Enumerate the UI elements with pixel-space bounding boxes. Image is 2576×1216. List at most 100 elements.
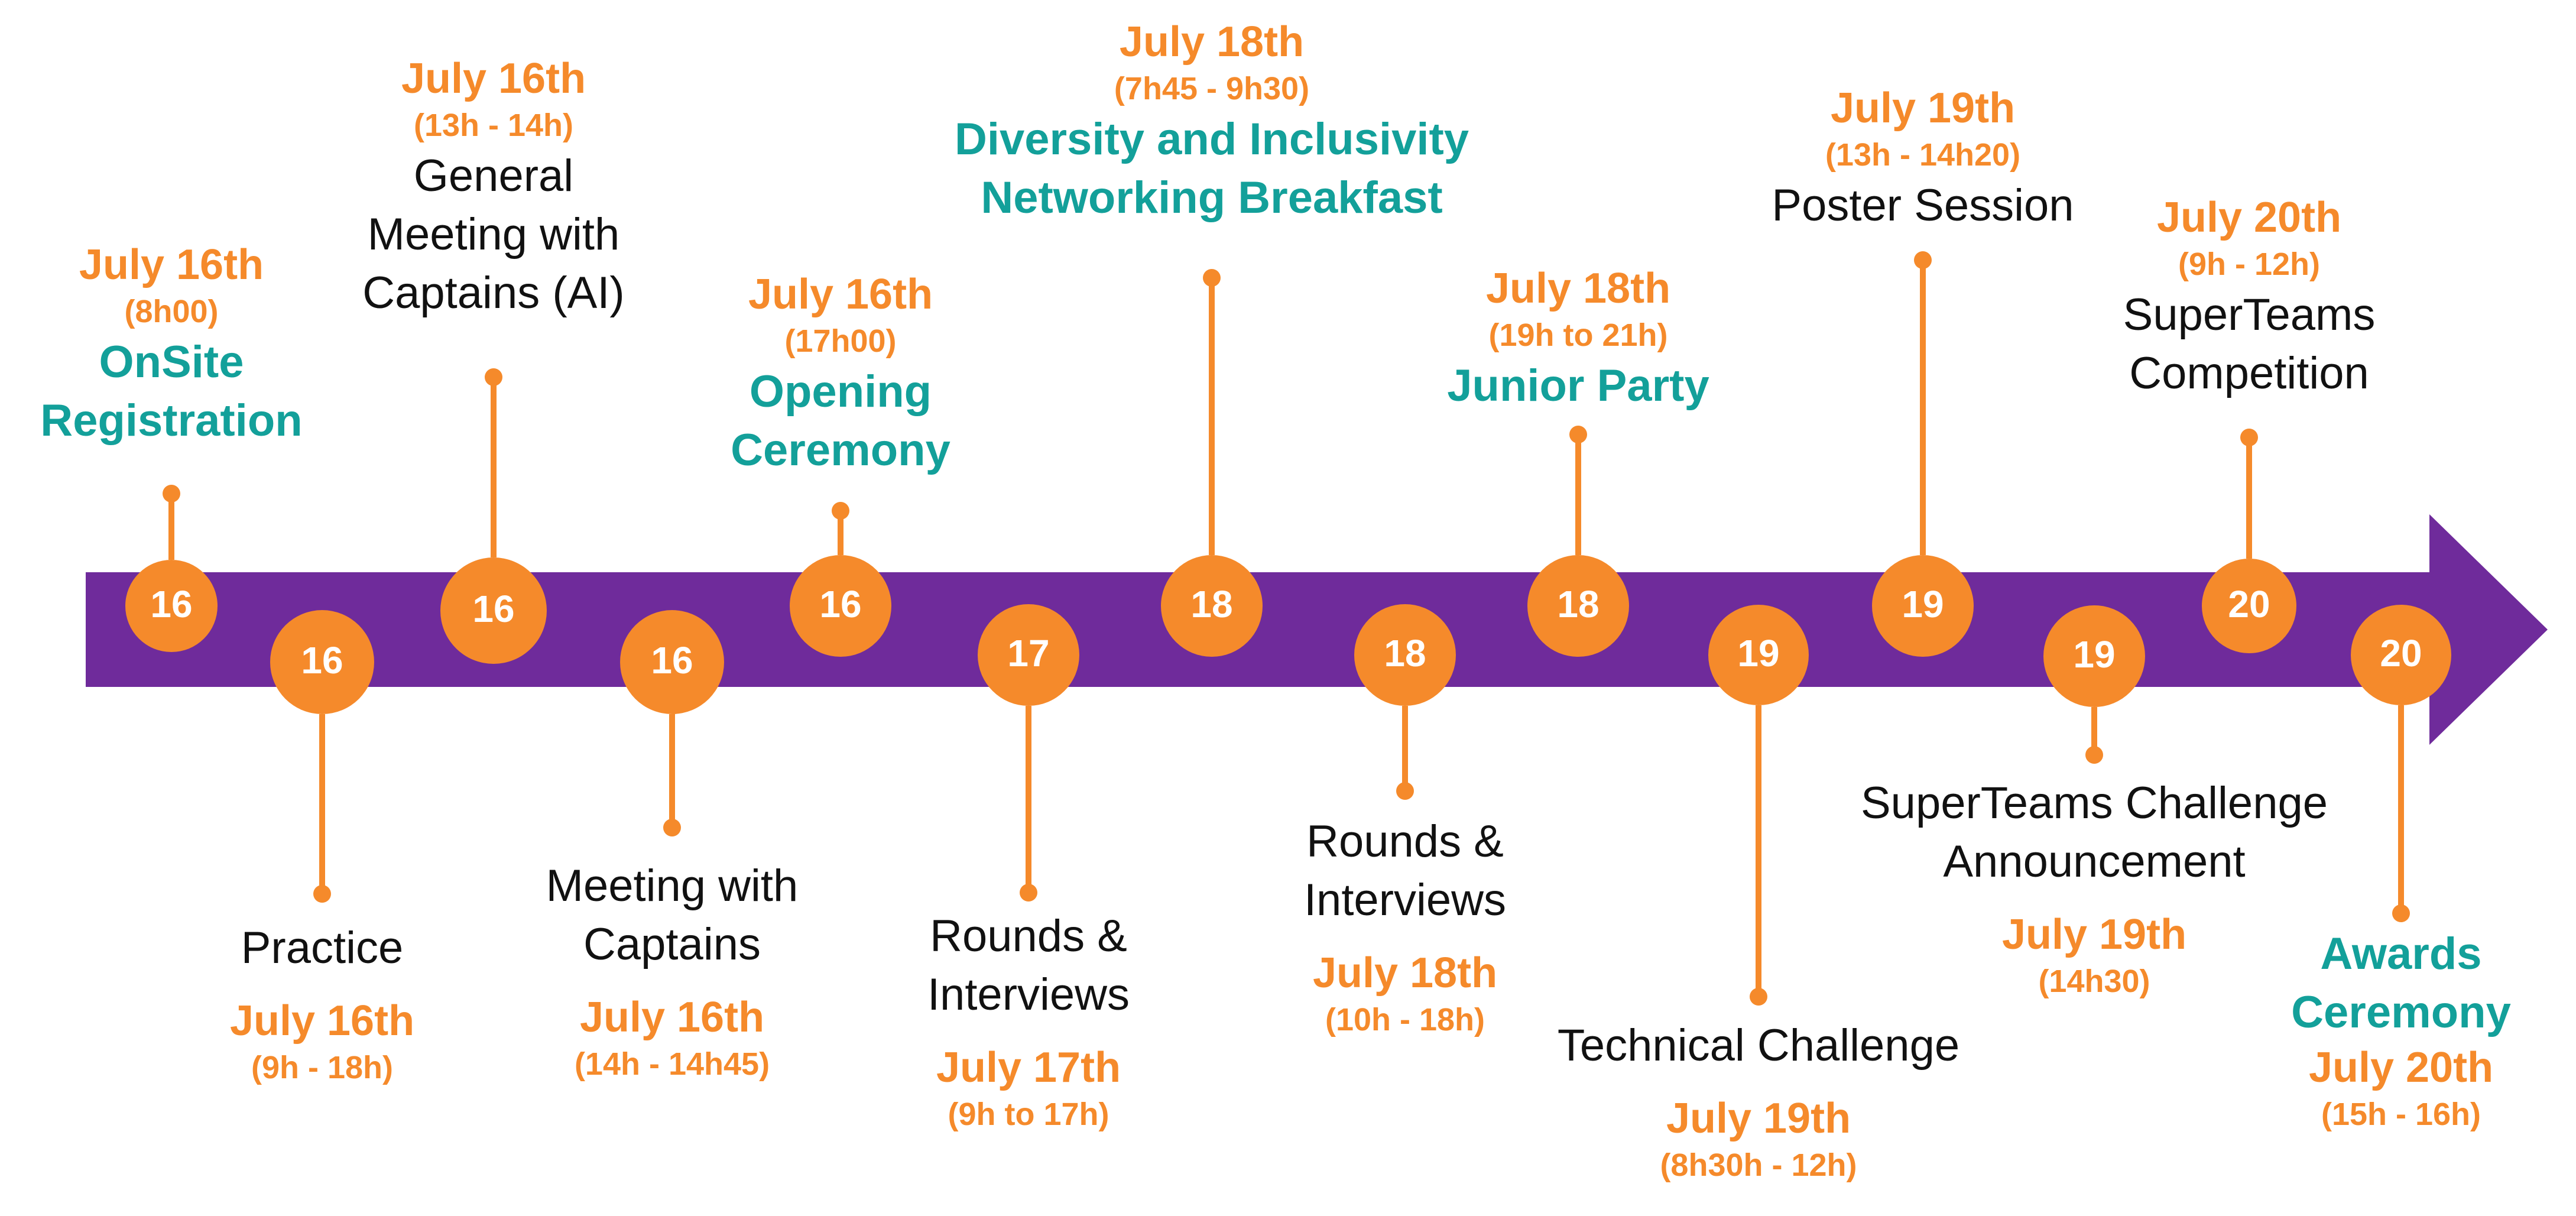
event-title-line: Junior Party <box>1447 361 1709 411</box>
event-label-junior-party: July 18th (19h to 21h) Junior Party <box>1447 263 1709 416</box>
day-number-practice: 16 <box>301 639 343 682</box>
day-number-rounds-18: 18 <box>1384 632 1426 675</box>
event-title-line: OnSite <box>99 337 244 388</box>
event-title-line: Interviews <box>927 969 1130 1020</box>
event-date: July 17th <box>936 1043 1121 1091</box>
connector-dot-rounds-18 <box>1396 782 1414 800</box>
day-number-awards-ceremony: 20 <box>2380 632 2422 675</box>
event-time: (9h to 17h) <box>948 1096 1109 1132</box>
event-title-line: Interviews <box>1303 874 1507 925</box>
connector-dot-diversity-breakfast <box>1203 269 1221 287</box>
connector-dot-junior-party <box>1569 426 1587 443</box>
day-number-superteams-announcement: 19 <box>2073 633 2115 676</box>
event-date: July 16th <box>229 997 415 1045</box>
event-date: July 18th <box>1119 18 1305 66</box>
day-node-diversity-breakfast <box>1161 555 1263 657</box>
event-time: (8h00) <box>124 294 219 330</box>
day-number-technical-challenge: 19 <box>1737 632 1779 675</box>
event-title-line: Technical Challenge <box>1557 1020 1960 1071</box>
event-date: July 19th <box>1830 85 2016 132</box>
event-date: July 16th <box>579 993 765 1041</box>
connector-dot-meeting-captains <box>663 819 681 836</box>
day-number-superteams-competition: 20 <box>2228 583 2270 625</box>
event-title-line: Meeting with <box>367 209 620 260</box>
event-title-line: Awards <box>2320 929 2482 979</box>
event-title-line: Rounds & <box>930 911 1127 961</box>
day-number-poster-session: 19 <box>1902 583 1944 625</box>
timeline-arrow <box>86 514 2548 745</box>
event-title-line: Captains <box>583 919 761 969</box>
event-title-line: Captains (AI) <box>362 267 625 318</box>
event-time: (13h - 14h20) <box>1825 137 2021 173</box>
event-title-line: Ceremony <box>2291 987 2511 1037</box>
event-date: July 16th <box>79 241 264 288</box>
event-date: July 19th <box>1666 1094 1851 1142</box>
day-number-opening-ceremony: 16 <box>819 583 861 625</box>
event-title-line: Registration <box>40 395 303 446</box>
day-node-opening-ceremony <box>790 555 891 657</box>
day-node-general-meeting <box>440 557 547 664</box>
connector-dot-awards-ceremony <box>2392 904 2410 922</box>
event-date: July 18th <box>1485 265 1671 312</box>
event-title-line: Practice <box>241 923 404 973</box>
event-time: (17h00) <box>784 323 897 359</box>
day-node-rounds-17 <box>978 604 1079 706</box>
connector-dot-poster-session <box>1914 251 1932 269</box>
event-time: (14h - 14h45) <box>574 1046 770 1082</box>
day-node-technical-challenge <box>1708 605 1809 705</box>
event-time: (9h - 12h) <box>2178 247 2321 283</box>
connector-dot-superteams-announcement <box>2085 746 2103 764</box>
connector-dot-superteams-competition <box>2240 429 2258 446</box>
day-number-onsite-registration: 16 <box>150 583 192 625</box>
connector-dot-rounds-17 <box>1020 884 1037 902</box>
connector-dot-technical-challenge <box>1750 988 1767 1006</box>
day-node-rounds-18 <box>1354 604 1456 706</box>
connector-dot-opening-ceremony <box>832 502 849 520</box>
event-date: July 18th <box>1312 949 1498 997</box>
event-title-line: SuperTeams <box>2123 290 2376 341</box>
event-date: July 19th <box>2001 910 2187 958</box>
event-time: (9h - 18h) <box>251 1050 394 1086</box>
event-title-line: Announcement <box>1943 836 2246 887</box>
event-title-line: Competition <box>2129 348 2369 399</box>
day-node-junior-party <box>1527 555 1629 657</box>
day-number-diversity-breakfast: 18 <box>1190 583 1232 625</box>
event-title-line: Ceremony <box>731 425 950 476</box>
connector-dot-onsite-registration <box>163 485 180 502</box>
event-title-line: Diversity and Inclusivity <box>954 114 1469 165</box>
event-title-line: Poster Session <box>1772 180 2074 231</box>
connector-dot-general-meeting <box>485 368 502 386</box>
event-label-poster-session: July 19th (13h - 14h20) Poster Session <box>1772 83 2074 235</box>
day-node-poster-session <box>1872 555 1974 657</box>
day-node-awards-ceremony <box>2351 605 2451 705</box>
event-date: July 16th <box>748 271 933 318</box>
day-number-meeting-captains: 16 <box>651 639 693 682</box>
day-number-rounds-17: 17 <box>1007 632 1049 675</box>
day-number-general-meeting: 16 <box>472 588 514 630</box>
event-label-diversity-breakfast: July 18th(7h45 - 9h30)Diversity and Incl… <box>955 17 1469 228</box>
event-time: (8h30h - 12h) <box>1660 1147 1857 1183</box>
event-time: (19h to 21h) <box>1488 317 1668 354</box>
event-title-line: Opening <box>749 367 932 417</box>
event-title-line: Networking Breakfast <box>981 173 1443 223</box>
day-number-junior-party: 18 <box>1557 583 1599 625</box>
connector-dot-practice <box>313 885 331 903</box>
event-title-line: Rounds & <box>1306 816 1504 867</box>
event-title-line: Meeting with <box>546 861 799 911</box>
day-node-onsite-registration <box>125 560 218 652</box>
event-date: July 20th <box>2156 194 2342 241</box>
day-node-practice <box>270 610 374 714</box>
event-date: July 20th <box>2308 1043 2494 1091</box>
event-title-line: SuperTeams Challenge <box>1860 778 2328 828</box>
day-node-superteams-announcement <box>2043 605 2145 707</box>
event-time: (10h - 18h) <box>1325 1001 1485 1037</box>
